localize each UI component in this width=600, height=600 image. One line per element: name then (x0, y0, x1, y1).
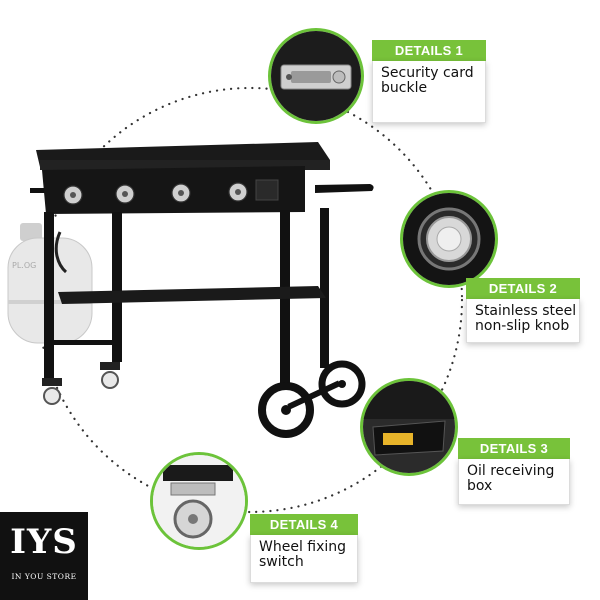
details-2-line-1: Stainless steel (475, 303, 577, 319)
details-4-line-2: switch (259, 554, 304, 570)
zoom-security-buckle (268, 28, 364, 124)
details-1-tag: DETAILS 1 (372, 40, 486, 61)
details-1-line-1: Security card (381, 65, 474, 81)
wheel-fixing-switch-image (153, 455, 245, 547)
logo-tagline: IN YOU STORE (11, 572, 77, 581)
details-4-tag: DETAILS 4 (250, 514, 358, 535)
details-2-line-2: non-slip knob (475, 318, 570, 334)
svg-text:PL.OG: PL.OG (12, 261, 36, 270)
oil-receiving-box-image (363, 381, 455, 473)
details-1-box: Security card buckle (372, 61, 486, 123)
details-4-box: Wheel fixing switch (250, 535, 358, 583)
security-buckle-image (271, 31, 361, 121)
details-3-line-1: Oil receiving (467, 463, 555, 479)
zoom-oil-box (360, 378, 458, 476)
details-3-box: Oil receiving box (458, 459, 570, 505)
details-3-line-2: box (467, 478, 493, 494)
iys-logo: IYS IN YOU STORE (0, 512, 88, 600)
details-2-tag: DETAILS 2 (466, 278, 580, 299)
details-4-line-1: Wheel fixing (259, 539, 347, 555)
zoom-wheel-switch (150, 452, 248, 550)
details-3-tag: DETAILS 3 (458, 438, 570, 459)
details-2-box: Stainless steel non-slip knob (466, 299, 580, 343)
details-1-line-2: buckle (381, 80, 428, 96)
logo-mark: IYS (10, 522, 78, 562)
stainless-knob-image (403, 193, 495, 285)
zoom-stainless-knob (400, 190, 498, 288)
